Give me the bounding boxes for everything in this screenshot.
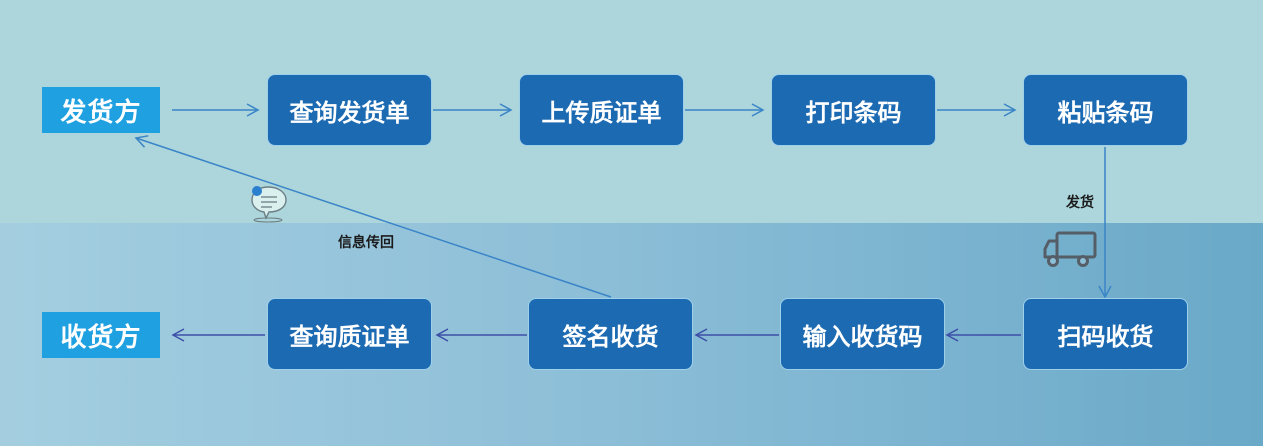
step-scan-receive: 扫码收货 [1023, 298, 1188, 370]
step-print-barcode: 打印条码 [771, 74, 936, 146]
step-query-shipping-order: 查询发货单 [267, 74, 432, 146]
feedback-note: 信息传回 [338, 235, 394, 251]
step-query-quality-cert: 查询质证单 [267, 298, 432, 370]
chat-bubble-icon [251, 186, 287, 223]
ship-note: 发货 [1066, 195, 1094, 211]
truck-icon [1043, 231, 1097, 267]
step-sign-receive: 签名收货 [528, 298, 693, 370]
step-input-receive-code: 输入收货码 [780, 298, 945, 370]
step-upload-quality-cert: 上传质证单 [519, 74, 684, 146]
step-paste-barcode: 粘贴条码 [1023, 74, 1188, 146]
arrow-feedback [134, 135, 612, 298]
sender-label: 发货方 [42, 87, 160, 133]
receiver-label: 收货方 [42, 312, 160, 358]
